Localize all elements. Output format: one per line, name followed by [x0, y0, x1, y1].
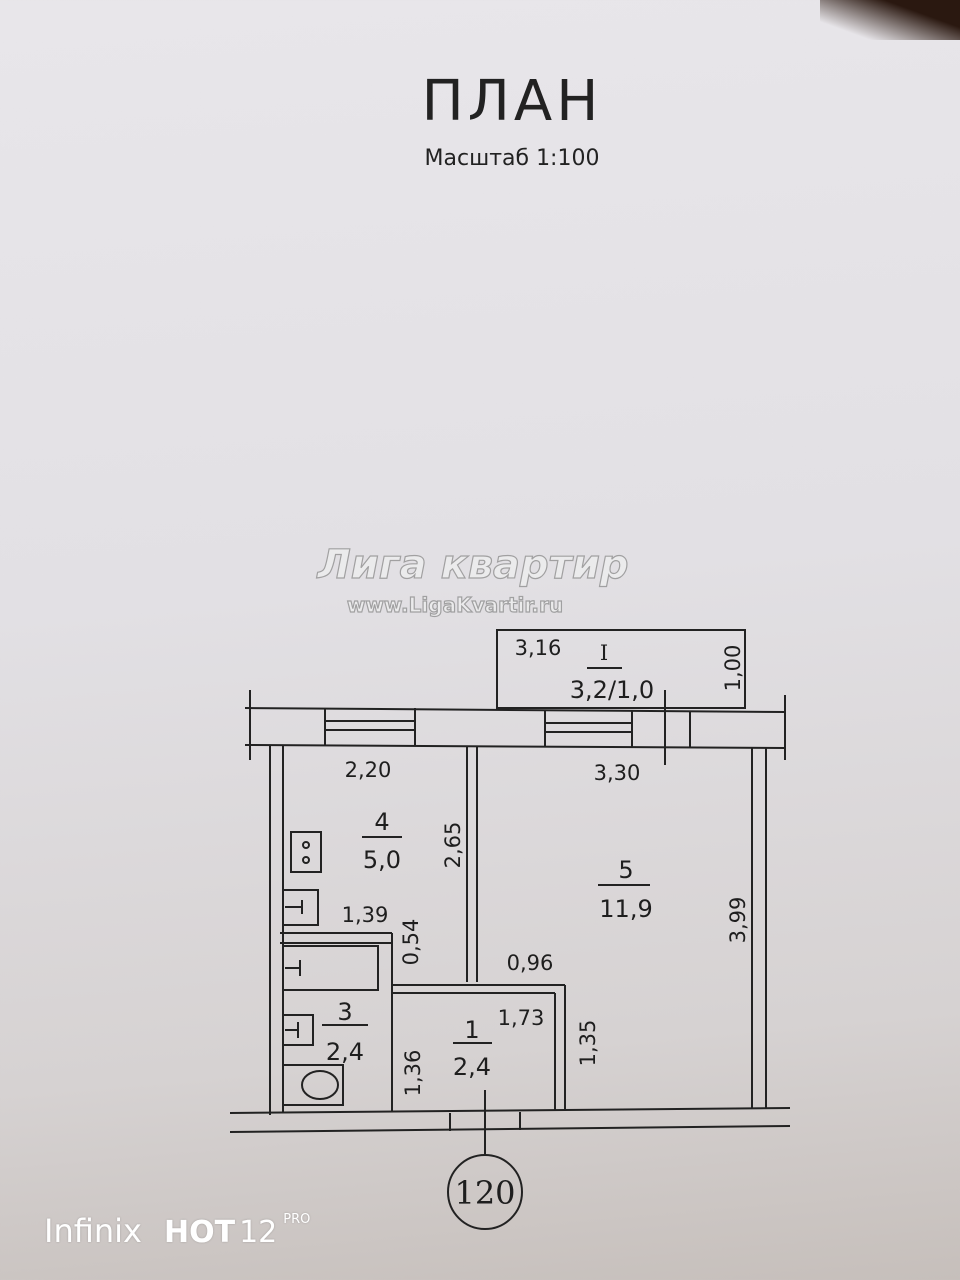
apartment-number: 120: [454, 1174, 515, 1212]
room-1-area: 2,4: [453, 1053, 491, 1081]
watermark-logo: Лига квартир: [317, 542, 629, 588]
page-title: ПЛАН: [421, 69, 603, 134]
window-kitchen: [324, 708, 416, 746]
dim-corridor-gap: 0,96: [507, 951, 554, 975]
room-4-number: 4: [374, 808, 389, 836]
room-5-number: 5: [618, 856, 633, 884]
dim-corridor-length: 1,35: [576, 1020, 600, 1067]
balcony-area: 3,2/1,0: [570, 676, 654, 704]
dim-room-width: 3,30: [594, 761, 641, 785]
outer-wall-inner: [244, 744, 786, 749]
balcony-width: 1,00: [721, 645, 745, 692]
stove-icon: [290, 831, 322, 873]
dim-bath-length: 1,36: [401, 1050, 425, 1097]
camera-model: HOT: [163, 1215, 236, 1250]
camera-brand: Infinix: [44, 1212, 142, 1250]
dim-bath-width: 1,39: [342, 903, 389, 927]
room-5-area: 11,9: [599, 895, 652, 923]
camera-number: 12: [239, 1215, 278, 1250]
apartment-number-circle: [447, 1154, 523, 1230]
bath-sink-icon: [282, 1014, 314, 1046]
dim-bath-gap: 0,54: [399, 919, 423, 966]
room-1-number: 1: [464, 1016, 479, 1044]
dim-corridor-width: 1,73: [498, 1006, 545, 1030]
scale-label: Масштаб 1:100: [424, 146, 600, 171]
photo-background-corner: [820, 0, 960, 40]
dim-room-length: 3,99: [726, 897, 750, 944]
watermark-url: www.LigaKvartir.ru: [347, 593, 563, 617]
outer-wall-top: [244, 707, 786, 713]
bathtub-icon: [282, 945, 379, 991]
sink-icon: [282, 889, 319, 926]
camera-suffix: PRO: [283, 1212, 311, 1227]
room-3-area: 2,4: [326, 1038, 364, 1066]
window-room: [544, 690, 691, 765]
toilet-icon: [282, 1064, 344, 1106]
room-3-number: 3: [337, 998, 352, 1026]
dim-kitchen-length: 2,65: [441, 822, 465, 869]
room-4-area: 5,0: [363, 846, 401, 874]
dim-kitchen-width: 2,20: [345, 758, 392, 782]
balcony-id: I: [600, 641, 608, 665]
balcony-length: 3,16: [515, 636, 562, 660]
balcony-outline: [496, 629, 746, 709]
